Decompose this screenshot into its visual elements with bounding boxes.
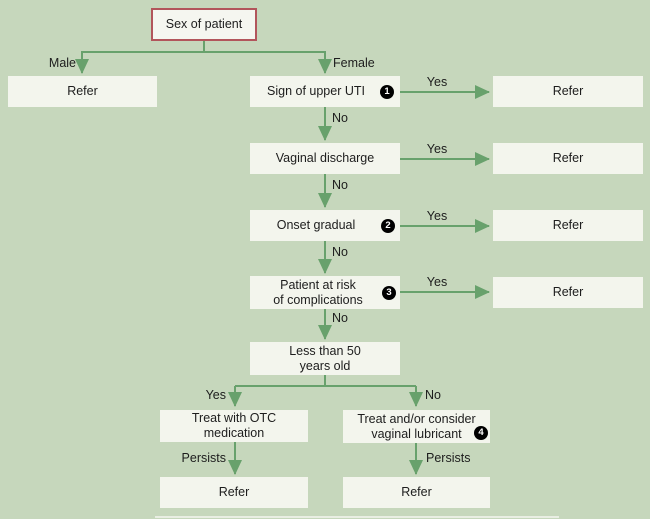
- node-label: Refer: [67, 84, 98, 98]
- edge-label-no-onset: No: [332, 245, 348, 259]
- node-refer-male: Refer: [8, 76, 157, 107]
- node-label: Less than 50 years old: [289, 343, 361, 373]
- node-sign-of-upper-uti: Sign of upper UTI: [250, 76, 400, 107]
- node-label: Refer: [552, 84, 584, 98]
- edge-label-no-discharge: No: [332, 178, 348, 192]
- node-label: Refer: [401, 485, 432, 499]
- node-patient-at-risk: Patient at risk of complications: [250, 276, 400, 309]
- node-refer-otc: Refer: [160, 477, 308, 508]
- node-sex-of-patient: Sex of patient: [151, 8, 257, 41]
- node-label: Refer: [552, 218, 584, 232]
- edge-label-yes-under50: Yes: [205, 388, 226, 402]
- node-refer-uti: Refer: [493, 76, 643, 107]
- node-label: Sign of upper UTI: [267, 84, 365, 98]
- edge-label-persists-right: Persists: [426, 451, 471, 465]
- edge-label-male: Male: [48, 56, 76, 70]
- edge-label-yes-uti: Yes: [426, 75, 448, 89]
- edge-label-no-risk: No: [332, 311, 348, 325]
- node-label: Patient at risk of complications: [273, 277, 363, 307]
- note-badge-2-icon: 2: [381, 219, 395, 233]
- node-onset-gradual: Onset gradual: [250, 210, 400, 241]
- figure-bottom-edge-line: [155, 516, 559, 518]
- node-label: Onset gradual: [276, 218, 356, 232]
- node-label: Refer: [218, 485, 250, 499]
- connector-under50-split: [235, 375, 416, 387]
- node-treat-with-otc: Treat with OTC medication: [160, 410, 308, 442]
- node-label: Treat with OTC medication: [191, 411, 277, 440]
- node-refer-onset: Refer: [493, 210, 643, 241]
- node-refer-risk: Refer: [493, 277, 643, 308]
- edge-label-no-uti: No: [332, 111, 348, 125]
- node-label: Refer: [552, 285, 584, 299]
- edge-label-yes-discharge: Yes: [426, 142, 448, 156]
- node-label: Vaginal discharge: [275, 151, 375, 165]
- node-less-than-50: Less than 50 years old: [250, 342, 400, 375]
- edge-label-yes-onset: Yes: [426, 209, 448, 223]
- note-badge-1-icon: 1: [380, 85, 394, 99]
- connector-root-split: [82, 41, 325, 53]
- edge-label-persists-left: Persists: [181, 451, 226, 465]
- edge-label-female: Female: [333, 56, 375, 70]
- note-badge-4-icon: 4: [474, 426, 488, 440]
- node-label: Sex of patient: [165, 17, 243, 31]
- node-refer-lubricant: Refer: [343, 477, 490, 508]
- node-refer-discharge: Refer: [493, 143, 643, 174]
- node-label: Refer: [552, 151, 584, 165]
- node-label: Treat and/or consider vaginal lubricant: [357, 411, 476, 441]
- edge-label-no-under50: No: [425, 388, 441, 402]
- edge-label-yes-risk: Yes: [426, 275, 448, 289]
- node-vaginal-discharge: Vaginal discharge: [250, 143, 400, 174]
- note-badge-3-icon: 3: [382, 286, 396, 300]
- node-treat-vaginal-lubricant: Treat and/or consider vaginal lubricant: [343, 410, 490, 443]
